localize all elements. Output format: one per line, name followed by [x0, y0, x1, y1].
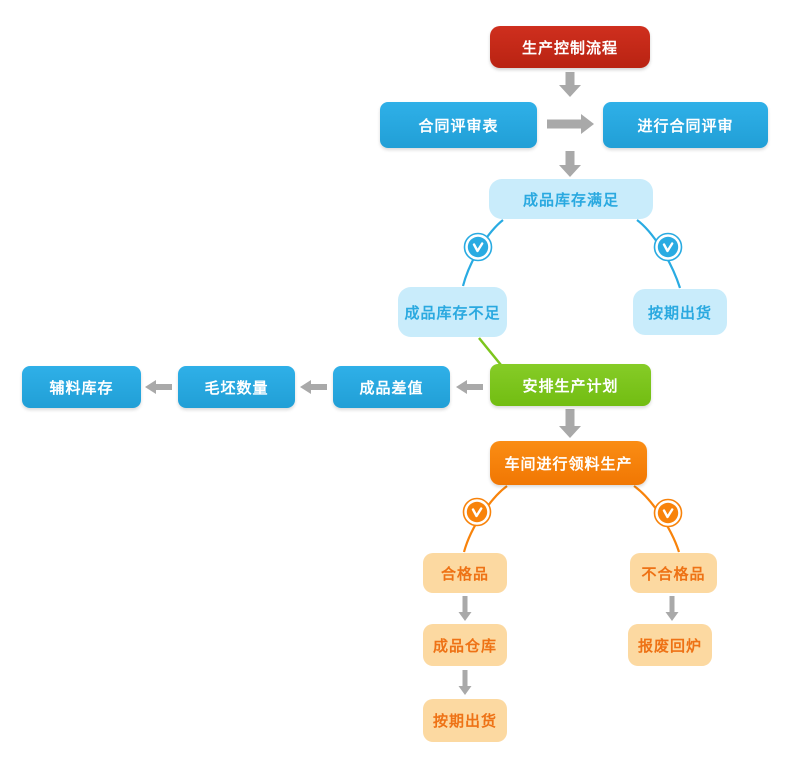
node-workshop: 车间进行领料生产: [490, 441, 647, 485]
arrow-down-icon: [559, 409, 581, 438]
arrow-left-icon: [145, 380, 172, 394]
node-blank-qty: 毛坯数量: [178, 366, 295, 408]
node-stock-ok: 成品库存满足: [489, 179, 653, 219]
node-aux-stock: 辅料库存: [22, 366, 141, 408]
node-product-diff: 成品差值: [333, 366, 450, 408]
arrow-right-icon: [547, 114, 594, 134]
arrow-down-icon: [665, 596, 679, 621]
node-contract-review: 进行合同评审: [603, 102, 768, 148]
node-warehouse: 成品仓库: [423, 624, 507, 666]
clock-icon: [462, 497, 492, 527]
node-plan: 安排生产计划: [490, 364, 651, 406]
branch-line-green: [478, 337, 502, 366]
arrow-left-icon: [300, 380, 327, 394]
arrow-left-icon: [456, 380, 483, 394]
arrow-down-icon: [559, 72, 581, 97]
node-ship-on-time: 按期出货: [633, 289, 727, 335]
node-start: 生产控制流程: [490, 26, 650, 68]
node-ship-on-time-final: 按期出货: [423, 699, 507, 742]
arrow-down-icon: [458, 596, 472, 621]
node-qualified: 合格品: [423, 553, 507, 593]
arrow-down-icon: [559, 151, 581, 177]
node-unqualified: 不合格品: [630, 553, 717, 593]
node-contract-form: 合同评审表: [380, 102, 537, 148]
node-scrap: 报废回炉: [628, 624, 712, 666]
clock-icon: [653, 232, 683, 262]
arrow-down-icon: [458, 670, 472, 695]
clock-icon: [463, 232, 493, 262]
node-stock-insufficient: 成品库存不足: [398, 287, 507, 337]
clock-icon: [653, 498, 683, 528]
